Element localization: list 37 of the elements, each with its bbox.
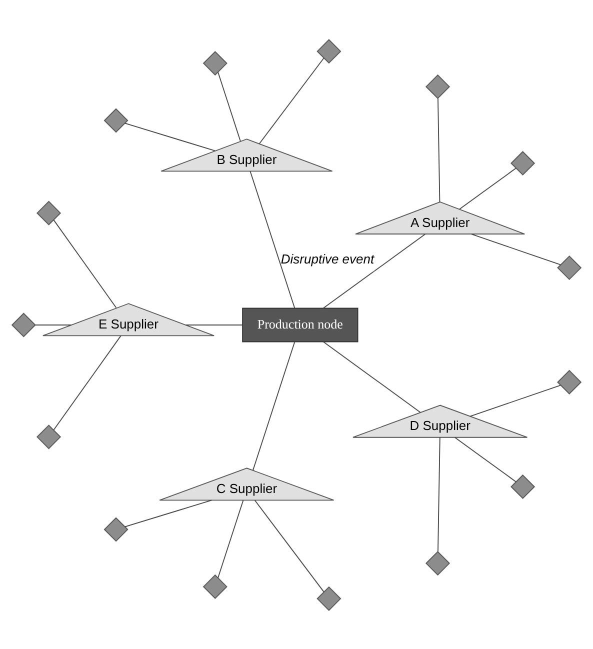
node-diamond: [316, 38, 342, 64]
node-diamond: [316, 586, 342, 610]
connector: [459, 167, 516, 210]
node-diamond: [36, 200, 62, 225]
connector: [34, 324, 72, 325]
connector: [218, 499, 244, 578]
node-diamond: [36, 424, 62, 449]
connector: [254, 499, 324, 592]
connector: [322, 340, 421, 412]
node-diamond: [510, 150, 536, 176]
node-diamond: [202, 574, 228, 598]
node-diamond: [510, 474, 536, 499]
connector: [470, 384, 561, 416]
connector: [124, 122, 216, 151]
connector: [218, 71, 241, 142]
edge-label: Disruptive event: [280, 250, 374, 266]
connector: [53, 219, 117, 308]
connector: [258, 57, 324, 144]
node-diamond: [425, 550, 450, 576]
node-diamond: [557, 255, 582, 280]
connector: [454, 436, 516, 482]
connector: [437, 97, 440, 202]
connector: [250, 170, 296, 308]
node-diamond: [104, 108, 128, 132]
connector: [252, 340, 296, 470]
connector: [437, 436, 440, 552]
connector: [322, 233, 426, 308]
connector: [53, 334, 122, 430]
node-diamond: [11, 312, 36, 337]
node-box: Production node: [242, 307, 358, 342]
connector: [185, 324, 243, 325]
node-diamond: [202, 50, 228, 76]
node-diamond: [104, 516, 128, 542]
node-diamond: [557, 369, 582, 394]
node-diamond: [425, 74, 450, 98]
connector: [470, 233, 561, 265]
connector: [124, 499, 212, 527]
